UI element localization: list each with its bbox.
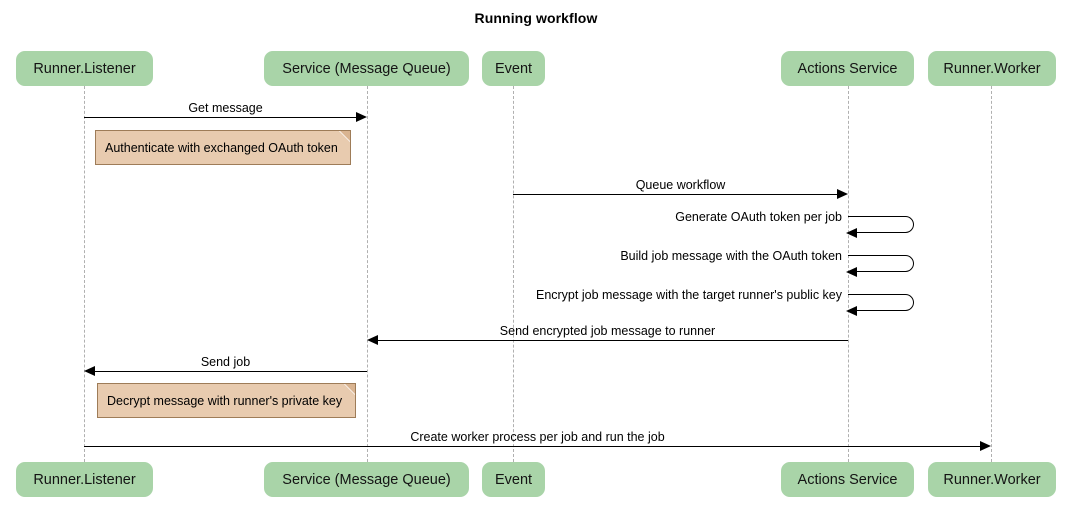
participant-label: Runner.Worker <box>943 471 1041 488</box>
lifeline-service-message-queue <box>367 86 368 462</box>
participant-event-top[interactable]: Event <box>482 51 545 86</box>
message-line-get-message <box>84 117 356 118</box>
participant-label: Runner.Listener <box>33 471 136 488</box>
participant-runner-listener-bottom[interactable]: Runner.Listener <box>16 462 153 497</box>
message-label-queue-workflow: Queue workflow <box>635 178 726 192</box>
participant-runner-listener-top[interactable]: Runner.Listener <box>16 51 153 86</box>
participant-runner-worker-bottom[interactable]: Runner.Worker <box>928 462 1056 497</box>
participant-label: Service (Message Queue) <box>282 60 451 77</box>
participant-service-message-queue-bottom[interactable]: Service (Message Queue) <box>264 462 469 497</box>
page-title: Running workflow <box>474 10 598 26</box>
arrowhead-get-message <box>356 112 367 122</box>
message-label-create-worker-process-per-job-and-run-the-job: Create worker process per job and run th… <box>410 430 665 444</box>
participant-label: Event <box>494 471 533 488</box>
message-line-send-encrypted-job-message-to-runner <box>378 340 848 341</box>
note-text: Authenticate with exchanged OAuth token <box>105 140 338 155</box>
message-label-get-message: Get message <box>188 101 263 115</box>
arrowhead-build-job-message-with-the-oauth-token <box>846 267 857 277</box>
arrowhead-create-worker-process-per-job-and-run-the-job <box>980 441 991 451</box>
participant-actions-service-bottom[interactable]: Actions Service <box>781 462 914 497</box>
participant-actions-service-top[interactable]: Actions Service <box>781 51 914 86</box>
participant-label: Runner.Worker <box>943 60 1041 77</box>
lifeline-runner-listener <box>84 86 85 462</box>
participant-runner-worker-top[interactable]: Runner.Worker <box>928 51 1056 86</box>
participant-label: Service (Message Queue) <box>282 471 451 488</box>
arrowhead-encrypt-job-message-with-the-target-runners-public-key <box>846 306 857 316</box>
selfloop-build-job-message-with-the-oauth-token <box>848 255 914 272</box>
participant-label: Runner.Listener <box>33 60 136 77</box>
note-fold-shade-icon <box>340 131 350 141</box>
message-label-send-encrypted-job-message-to-runner: Send encrypted job message to runner <box>499 324 716 338</box>
participant-event-bottom[interactable]: Event <box>482 462 545 497</box>
participant-label: Actions Service <box>797 60 898 77</box>
arrowhead-queue-workflow <box>837 189 848 199</box>
message-label-build-job-message-with-the-oauth-token: Build job message with the OAuth token <box>620 249 842 263</box>
selfloop-encrypt-job-message-with-the-target-runners-public-key <box>848 294 914 311</box>
message-label-send-job: Send job <box>200 355 251 369</box>
arrowhead-send-encrypted-job-message-to-runner <box>367 335 378 345</box>
message-line-send-job <box>95 371 367 372</box>
selfloop-generate-oauth-token-per-job <box>848 216 914 233</box>
note-text: Decrypt message with runner's private ke… <box>107 393 343 408</box>
message-label-generate-oauth-token-per-job: Generate OAuth token per job <box>675 210 842 224</box>
note-fold-shade-icon <box>345 384 355 394</box>
participant-label: Actions Service <box>797 471 898 488</box>
lifeline-event <box>513 86 514 462</box>
note-authenticate-with-exchanged-oauth-token: Authenticate with exchanged OAuth token <box>95 130 351 165</box>
participant-label: Event <box>494 60 533 77</box>
message-line-create-worker-process-per-job-and-run-the-job <box>84 446 980 447</box>
note-decrypt-message-with-runners-private-key: Decrypt message with runner's private ke… <box>97 383 356 418</box>
arrowhead-send-job <box>84 366 95 376</box>
message-label-encrypt-job-message-with-the-target-runners-public-key: Encrypt job message with the target runn… <box>535 288 842 302</box>
arrowhead-generate-oauth-token-per-job <box>846 228 857 238</box>
message-line-queue-workflow <box>513 194 837 195</box>
lifeline-runner-worker <box>991 86 992 462</box>
participant-service-message-queue-top[interactable]: Service (Message Queue) <box>264 51 469 86</box>
